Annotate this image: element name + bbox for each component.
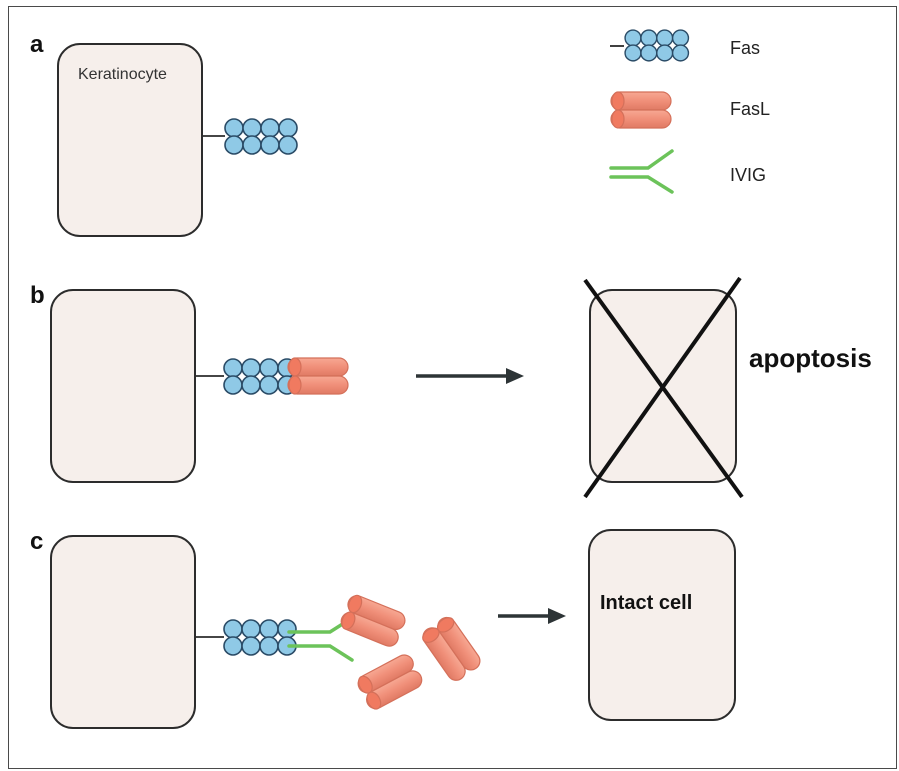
fas-icon xyxy=(624,29,690,62)
keratinocyte-cell-a xyxy=(57,43,203,237)
fas-receptor-c xyxy=(223,619,297,656)
cross-icon xyxy=(583,276,744,499)
arrow-c xyxy=(498,608,566,624)
panel-label-a: a xyxy=(30,31,44,58)
intact-cell xyxy=(588,529,736,721)
legend-ivig-label: IVIG xyxy=(730,165,766,185)
keratinocyte-cell-c xyxy=(50,535,196,729)
fasl-bound-b xyxy=(287,357,349,395)
fas-receptor-b xyxy=(223,358,297,395)
figure-frame xyxy=(8,6,897,769)
legend: Fas FasL IVIG xyxy=(609,29,770,194)
fasl-free-2 xyxy=(418,613,485,685)
legend-fas-label: Fas xyxy=(730,38,760,58)
intact-cell-label: Intact cell xyxy=(600,592,692,614)
ivig-icon xyxy=(609,149,674,194)
keratinocyte-label: Keratinocyte xyxy=(78,66,167,83)
fasl-free-1 xyxy=(337,592,409,650)
apoptosis-label: apoptosis xyxy=(749,343,872,373)
arrow-b xyxy=(416,368,524,384)
panel-label-b: b xyxy=(30,282,45,309)
panel-label-c: c xyxy=(30,528,43,555)
fas-receptor-a xyxy=(224,118,298,155)
legend-fasl-label: FasL xyxy=(730,99,770,119)
fasl-icon xyxy=(610,91,672,129)
keratinocyte-cell-b xyxy=(50,289,196,483)
fasl-free-3 xyxy=(354,651,426,713)
